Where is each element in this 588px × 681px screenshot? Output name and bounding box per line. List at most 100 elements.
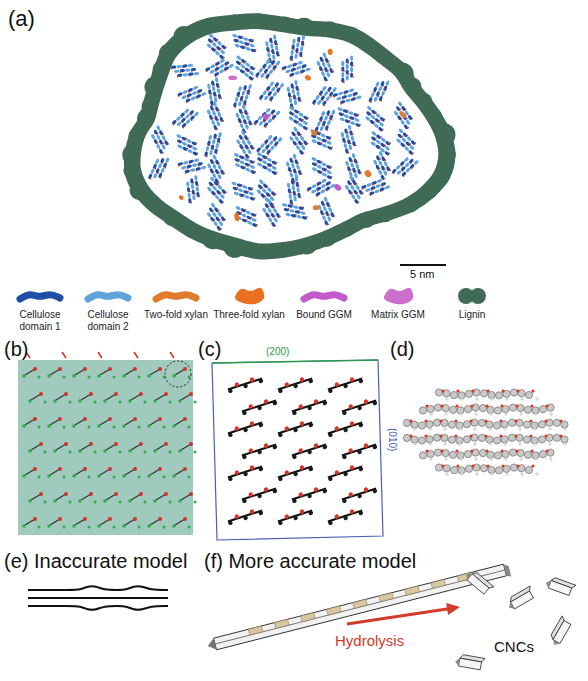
oxygen-atom xyxy=(331,119,333,121)
glucan-chain xyxy=(215,106,220,112)
glucan-chain xyxy=(350,162,355,168)
glucan-chain xyxy=(283,208,289,212)
glucan-chain xyxy=(191,68,197,72)
glucan-chain xyxy=(383,170,388,176)
glucan-chain xyxy=(240,165,246,170)
oxygen-atom xyxy=(167,143,169,145)
glucose-unit xyxy=(448,421,455,428)
hydroxyl-atom xyxy=(172,374,176,378)
oxygen-atom xyxy=(302,152,304,154)
glucan-chain xyxy=(195,94,201,99)
glucan-chain xyxy=(294,210,300,214)
amorphous-segment xyxy=(274,619,289,628)
oxygen-atom xyxy=(300,133,302,135)
oxygen-atom xyxy=(320,160,322,162)
cellulose-microfibril xyxy=(280,202,309,220)
oxygen-atom xyxy=(456,389,459,392)
oxygen-atom xyxy=(340,103,342,105)
glucan-chain xyxy=(293,100,297,106)
legend-text: Cellulose domain 1 xyxy=(4,309,76,332)
cellulose-microfibril xyxy=(233,81,253,111)
glucan-chain xyxy=(218,69,224,74)
glucan-chain xyxy=(160,158,165,164)
glucan-chain xyxy=(206,109,211,115)
oxygen-atom xyxy=(181,116,183,118)
cellulose-microfibril xyxy=(259,198,284,228)
oxygen-atom xyxy=(272,41,274,43)
glucan-chain xyxy=(348,88,354,93)
hydrogen-atom xyxy=(549,428,551,430)
oxygen-atom xyxy=(187,167,189,169)
hydrogen-atom xyxy=(474,443,476,445)
glucan-chain xyxy=(263,122,269,128)
glucan-chain xyxy=(320,189,326,194)
hydroxyl-atom xyxy=(122,374,126,378)
oxygen-atom xyxy=(322,69,324,71)
oxygen-atom xyxy=(332,71,334,73)
plane-200 xyxy=(212,360,378,363)
glucan-chain xyxy=(153,138,158,144)
oxygen-atom xyxy=(299,465,305,471)
oxygen-atom xyxy=(189,162,191,164)
glucan-chain xyxy=(375,91,380,97)
oxygen-atom xyxy=(379,146,381,148)
oxygen-atom xyxy=(245,60,247,62)
oxygen-atom xyxy=(295,194,297,196)
oxygen-atom xyxy=(234,470,240,476)
oxygen-atom xyxy=(213,219,215,221)
glucan-chain xyxy=(298,149,304,155)
glucan-chain xyxy=(248,191,254,196)
oxygen-atom xyxy=(243,156,245,158)
glucan-chain xyxy=(213,91,217,97)
glucan-chain xyxy=(342,137,346,143)
hydroxyl-atom xyxy=(47,474,51,478)
oxygen-atom xyxy=(157,172,159,174)
glucan-chain xyxy=(321,120,326,126)
glucan-chain xyxy=(216,82,220,88)
hydroxyl-atom xyxy=(147,474,151,478)
cellulose-microfibril xyxy=(306,128,336,150)
oxygen-atom xyxy=(325,168,327,170)
carbon-atom xyxy=(372,444,378,450)
oxygen-atom xyxy=(178,165,180,167)
crystal-face xyxy=(18,360,193,535)
hydrogen-atom xyxy=(549,443,551,445)
carbon-atom xyxy=(358,378,364,384)
glucose-unit xyxy=(433,434,440,441)
carbon-atom xyxy=(343,383,349,389)
hydrogen-atom xyxy=(461,473,463,475)
oxygen-atom xyxy=(245,131,247,133)
cellulose-microfibril xyxy=(204,101,226,131)
oxygen-atom xyxy=(162,133,164,135)
carbon-atom xyxy=(278,520,284,526)
glucan-chain xyxy=(292,190,296,196)
glucan-chain xyxy=(354,118,360,123)
hydrogen-atom xyxy=(430,413,432,415)
oxygen-atom xyxy=(328,61,330,63)
crystal-face xyxy=(467,574,489,594)
hydrogen-atom xyxy=(521,398,523,400)
oxygen-atom xyxy=(267,90,269,92)
cellulose-microfibril xyxy=(230,152,260,175)
oxygen-atom xyxy=(249,377,255,383)
glucan-chain xyxy=(326,174,332,179)
glucan-chain xyxy=(343,90,349,95)
cellulose-microfibril xyxy=(392,128,420,156)
chain-backbone xyxy=(328,466,362,477)
glucan-chain xyxy=(237,188,243,193)
carbon-atom xyxy=(272,488,278,494)
cellulose-microfibril xyxy=(391,153,420,181)
cellulose-microfibril xyxy=(258,77,285,106)
glucan-chain xyxy=(214,168,219,174)
glucose-unit xyxy=(450,466,457,473)
inaccurate-model xyxy=(28,586,168,610)
legend-swatch xyxy=(304,295,344,299)
glucan-chain xyxy=(215,159,220,165)
oxygen-atom xyxy=(351,100,353,102)
oxygen-atom xyxy=(241,121,243,123)
oxygen-atom xyxy=(211,93,213,95)
oxygen-atom xyxy=(297,52,299,54)
glucan-chain xyxy=(266,162,272,167)
oxygen-atom xyxy=(269,50,271,52)
oxygen-atom xyxy=(455,449,458,452)
